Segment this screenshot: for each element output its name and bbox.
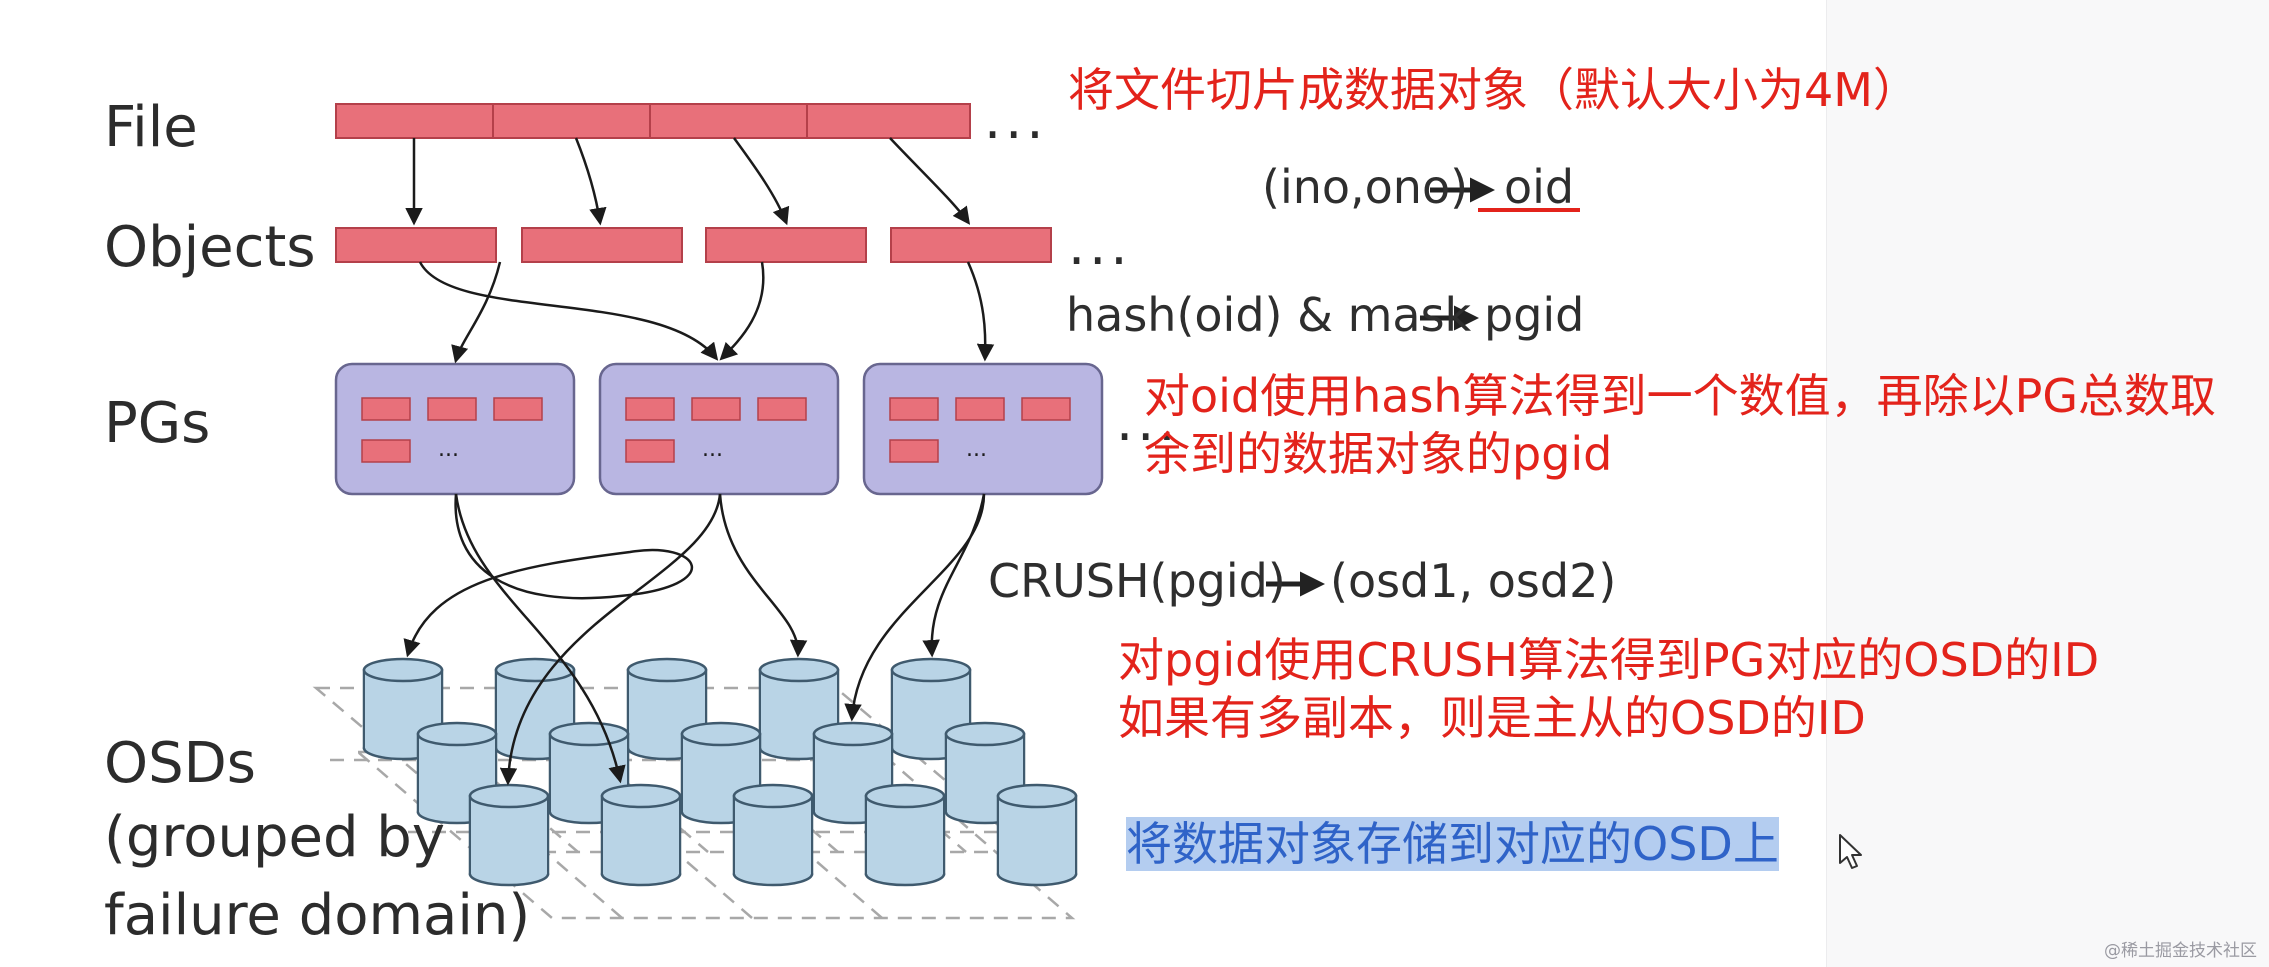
oid-equation-right: oid: [1504, 160, 1575, 214]
pgid-equation-left: hash(oid) & mask: [1066, 288, 1472, 342]
objects-continuation: ...: [1068, 214, 1132, 277]
note-crush-line1: 对pgid使用CRUSH算法得到PG对应的OSD的ID: [1118, 633, 2100, 687]
file-label: File: [104, 95, 198, 160]
osd-cylinder: [890, 657, 972, 761]
pg-ellipsis: ...: [702, 437, 723, 462]
pg-box: ...: [598, 362, 840, 496]
arrow-icon: [451, 261, 502, 364]
arrow-icon: [574, 137, 607, 226]
osds-label-failure-domain: failure domain): [104, 883, 531, 948]
file-bar: [335, 103, 971, 139]
pgid-equation-right: pgid: [1484, 288, 1585, 342]
osd-cylinder: [732, 783, 814, 887]
pgs-continuation: ...: [1116, 390, 1180, 453]
osds-label: OSDs: [104, 731, 256, 796]
osd-cylinder: [468, 783, 550, 887]
object-block: [521, 227, 683, 263]
note-crush-line2: 如果有多副本，则是主从的OSD的ID: [1118, 691, 1866, 745]
object-block: [335, 227, 497, 263]
osd-cylinder: [600, 783, 682, 887]
osds-label-grouped: (grouped by: [104, 805, 445, 870]
file-segment: [335, 103, 494, 139]
arrow-icon: [922, 493, 986, 658]
osd-cylinder: [494, 657, 576, 761]
crush-equation-left: CRUSH(pgid): [988, 554, 1286, 608]
osd-cylinders: [362, 657, 1078, 887]
osd-cylinder: [996, 783, 1078, 887]
object-block: [705, 227, 867, 263]
osd-cylinder: [864, 783, 946, 887]
pgs-label: PGs: [104, 391, 211, 456]
arrow-icon: [499, 493, 722, 786]
arrow-icon: [889, 137, 971, 225]
watermark: @稀土掘金技术社区: [2104, 941, 2257, 961]
arrow-icon: [844, 493, 986, 722]
pg-box: ...: [862, 362, 1104, 496]
arrow-icon: [403, 493, 693, 658]
pg-ellipsis: ...: [966, 437, 987, 462]
arrow-icon: [718, 493, 808, 658]
note-split-file: 将文件切片成数据对象（默认大小为4M）: [1068, 63, 1919, 117]
ceph-data-flow-diagram: ... ... ...: [312, 103, 1580, 920]
arrow-icon: [719, 261, 765, 361]
note-store-text: 将数据对象存储到对应的OSD上: [1126, 817, 1779, 871]
note-hash-line1: 对oid使用hash算法得到一个数值，再除以PG总数取: [1144, 369, 2216, 423]
arrow-icon: [454, 493, 626, 784]
crush-equation-right: (osd1, osd2): [1330, 554, 1617, 608]
oid-equation-left: (ino,ono): [1262, 160, 1469, 214]
note-hash-line2: 余到的数据对象的pgid: [1144, 427, 1613, 481]
objects-label: Objects: [104, 215, 316, 280]
side-panel: [1826, 0, 2269, 967]
pg-ellipsis: ...: [438, 437, 459, 462]
file-segment: [492, 103, 651, 139]
pg-box: ...: [334, 362, 576, 496]
objects-row: [335, 227, 1052, 263]
file-continuation: ...: [984, 88, 1048, 151]
arrow-icon: [418, 261, 719, 361]
arrow-icon: [732, 137, 790, 226]
arrow-icon: [966, 261, 995, 362]
flow-arrows: [403, 137, 995, 786]
note-store-highlight: 将数据对象存储到对应的OSD上: [1126, 816, 1779, 873]
cursor-icon: [1839, 834, 1862, 869]
file-segment: [649, 103, 808, 139]
object-block: [890, 227, 1052, 263]
file-segment: [806, 103, 971, 139]
